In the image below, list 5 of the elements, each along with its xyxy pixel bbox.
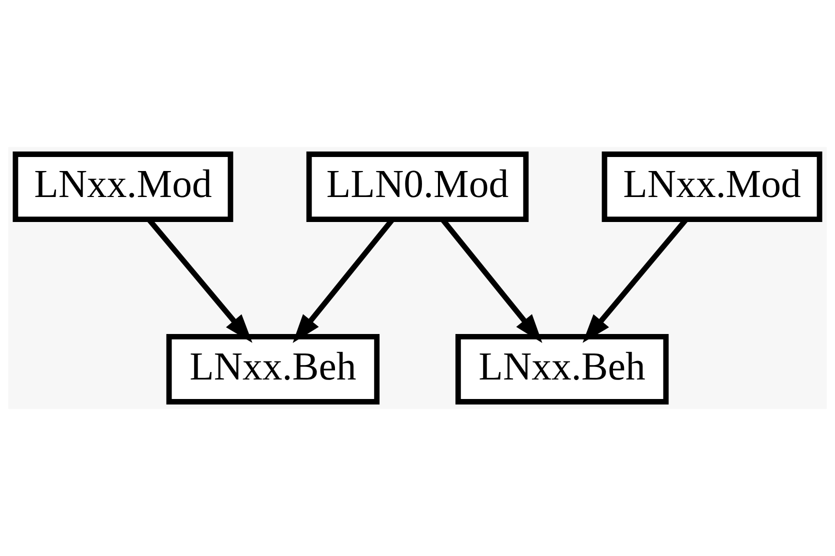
node-box: LLN0.Mod — [306, 152, 529, 222]
node-box: LNxx.Mod — [602, 152, 822, 222]
node-box: LNxx.Beh — [166, 334, 380, 404]
node-box: LNxx.Beh — [455, 334, 669, 404]
node-box: LNxx.Mod — [12, 152, 234, 222]
